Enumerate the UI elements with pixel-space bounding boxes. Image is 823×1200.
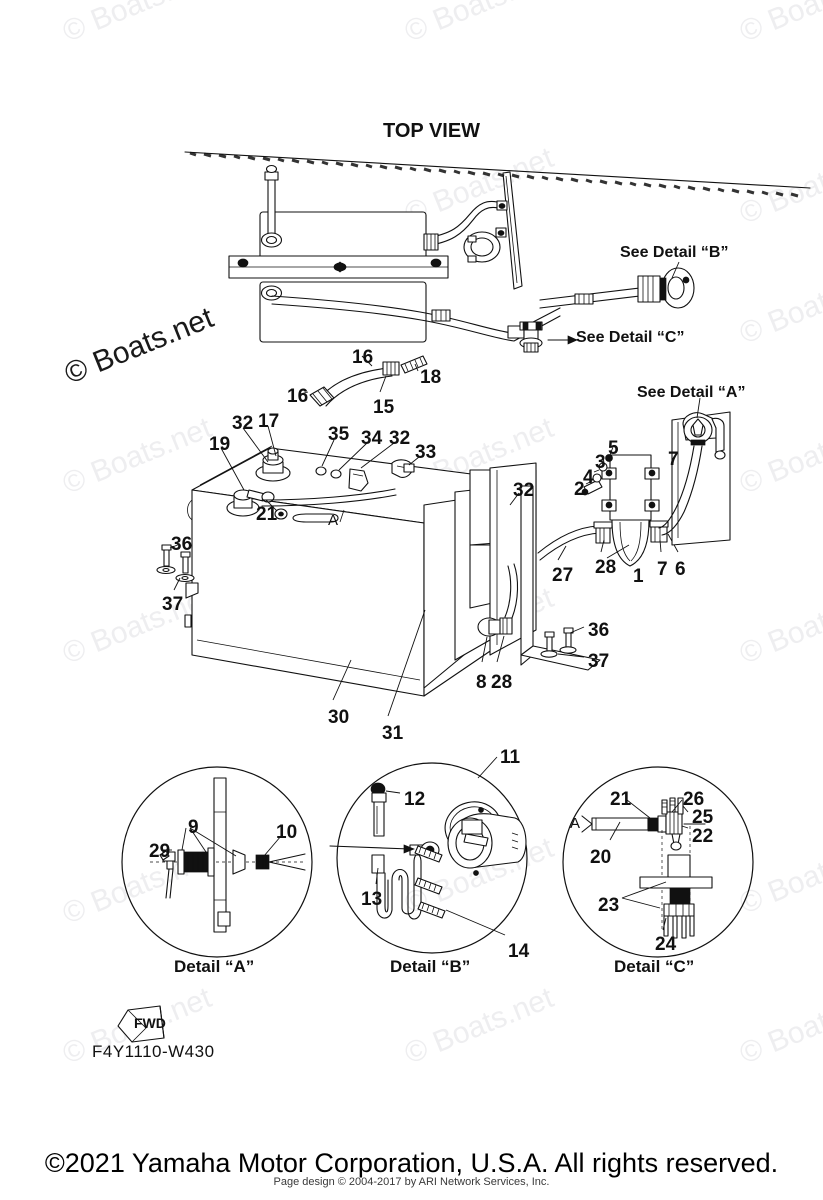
part-11-cap [444, 801, 527, 876]
part-number: F4Y1110-W430 [92, 1042, 215, 1061]
hardware-36-37-left [156, 543, 195, 591]
connector-detail-b [637, 267, 695, 309]
fitting-detail-c [519, 321, 543, 353]
callout-16[interactable]: 16 [287, 386, 309, 407]
callout-25[interactable]: 25 [692, 807, 714, 828]
callout-36[interactable]: 36 [171, 534, 193, 555]
callout-7[interactable]: 7 [668, 449, 679, 470]
part-14-screws [414, 845, 506, 936]
callout-29[interactable]: 29 [149, 841, 171, 862]
callout-35[interactable]: 35 [328, 424, 350, 445]
callout-21[interactable]: 21 [610, 789, 632, 810]
tank-cap-assembly [255, 447, 291, 482]
callout-37[interactable]: 37 [162, 594, 184, 615]
callout-36[interactable]: 36 [588, 620, 610, 641]
callout-37[interactable]: 37 [588, 651, 610, 672]
see-detail-a-label[interactable]: See Detail “A” [637, 384, 746, 401]
see-detail-b-label[interactable]: See Detail “B” [620, 244, 729, 261]
mounting-plate-right [520, 485, 601, 671]
callout-32[interactable]: 32 [389, 428, 411, 449]
callout-5[interactable]: 5 [608, 438, 619, 459]
callout-26[interactable]: 26 [683, 789, 705, 810]
callout-33[interactable]: 33 [415, 442, 437, 463]
callout-11[interactable]: 11 [500, 747, 521, 768]
main-tank-group [156, 355, 731, 717]
detail-c-title: Detail “C” [614, 957, 695, 976]
detail-c-circle-group [562, 766, 754, 958]
detail-b-circle-group [329, 756, 528, 954]
page-design-credit: Page design © 2004-2017 by ARI Network S… [273, 1176, 550, 1188]
detail-b-title: Detail “B” [390, 957, 471, 976]
part-9-assembly [177, 847, 215, 877]
copyright-footer: ©2021 Yamaha Motor Corporation, U.S.A. A… [44, 1148, 779, 1178]
callout-22[interactable]: 22 [692, 826, 714, 847]
callout-32[interactable]: 32 [513, 480, 535, 501]
callout-31[interactable]: 31 [382, 723, 404, 744]
callout-1[interactable]: 1 [633, 566, 644, 587]
callout-8[interactable]: 8 [476, 672, 487, 693]
callout-32[interactable]: 32 [232, 413, 254, 434]
callout-28[interactable]: 28 [595, 557, 617, 578]
callout-20[interactable]: 20 [590, 847, 612, 868]
callout-9[interactable]: 9 [188, 817, 199, 838]
fwd-label: FWD [134, 1015, 166, 1031]
tank-fitting-19 [226, 489, 275, 517]
section-mark-a-tank: A [328, 512, 339, 529]
detail-a-circle-group [121, 766, 313, 958]
callout-6[interactable]: 6 [675, 559, 686, 580]
callout-18[interactable]: 18 [420, 367, 442, 388]
callout-21[interactable]: 21 [256, 504, 278, 525]
callout-34[interactable]: 34 [361, 428, 383, 449]
part-18-bolt [400, 355, 428, 374]
section-mark-a-detail-c: A [570, 815, 581, 832]
part-29 [159, 850, 176, 899]
callout-13[interactable]: 13 [361, 889, 383, 910]
callout-12[interactable]: 12 [404, 789, 426, 810]
callout-10[interactable]: 10 [276, 822, 298, 843]
fwd-arrow-icon [117, 1005, 165, 1043]
callout-28[interactable]: 28 [491, 672, 513, 693]
part-12 [370, 782, 401, 837]
top-view-group [184, 151, 811, 353]
tank-outlet-8-28 [477, 563, 519, 663]
callout-17[interactable]: 17 [258, 411, 280, 432]
detail-a-region [658, 397, 731, 546]
detail-a-title: Detail “A” [174, 957, 255, 976]
fuel-filter-assembly [581, 446, 679, 567]
callout-2[interactable]: 2 [574, 479, 585, 500]
callout-23[interactable]: 23 [598, 895, 620, 916]
callout-30[interactable]: 30 [328, 707, 350, 728]
callout-14[interactable]: 14 [508, 941, 530, 962]
see-detail-c-label[interactable]: See Detail “C” [576, 329, 685, 346]
callout-15[interactable]: 15 [373, 397, 395, 418]
top-view-heading: TOP VIEW [383, 120, 481, 142]
callout-16[interactable]: 16 [352, 347, 374, 368]
callout-27[interactable]: 27 [552, 565, 574, 586]
callout-24[interactable]: 24 [655, 934, 677, 955]
callout-7[interactable]: 7 [657, 559, 668, 580]
callout-19[interactable]: 19 [209, 434, 231, 455]
callout-3[interactable]: 3 [595, 452, 606, 473]
callout-4[interactable]: 4 [583, 467, 594, 488]
